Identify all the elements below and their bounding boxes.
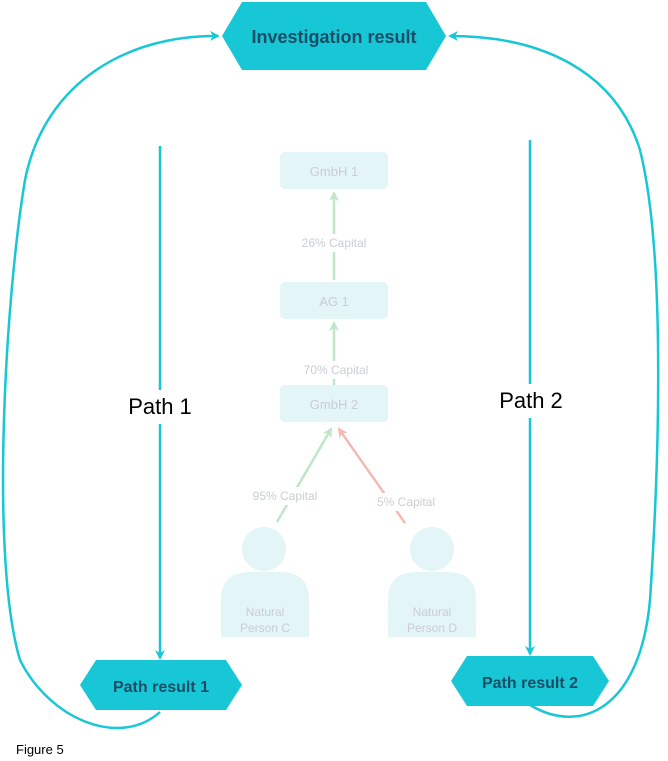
- edge-c-gmbh2-label: 95% Capital: [253, 489, 318, 503]
- person-c-line2: Person C: [240, 621, 290, 635]
- path-1-label: Path 1: [128, 394, 192, 419]
- edge-c-gmbh2: [275, 427, 333, 523]
- gmbh-1-label: GmbH 1: [310, 164, 358, 179]
- path-result-2-node: Path result 2: [451, 656, 609, 706]
- path-2-label-bg: [488, 384, 572, 418]
- ag-1-label: AG 1: [319, 294, 349, 309]
- investigation-result-label: Investigation result: [251, 27, 416, 47]
- edge-gmbh2-ag1-label: 70% Capital: [304, 363, 369, 377]
- gmbh-2-label: GmbH 2: [310, 397, 358, 412]
- path-1-label-bg: [118, 390, 202, 424]
- investigation-result-node: Investigation result: [222, 2, 446, 70]
- figure-caption: Figure 5: [16, 742, 64, 757]
- ag-1-box: [280, 282, 388, 319]
- edge-d-gmbh2-label: 5% Capital: [377, 495, 435, 509]
- path-result-1-node: Path result 1: [80, 660, 242, 710]
- person-d-line1: Natural: [413, 605, 452, 619]
- natural-person-d: Natural Person D: [388, 527, 476, 637]
- gmbh-1-box: [280, 152, 388, 189]
- path-result-2-label: Path result 2: [482, 675, 578, 692]
- person-d-head-icon: [410, 527, 454, 571]
- right-loop-connector: [448, 31, 660, 718]
- person-d-line2: Person D: [407, 621, 457, 635]
- gmbh-2-box: [280, 385, 388, 422]
- path-result-1-label: Path result 1: [113, 679, 209, 696]
- natural-person-c: Natural Person C: [221, 527, 309, 637]
- path-2-label: Path 2: [499, 388, 563, 413]
- person-c-body-icon: [221, 572, 309, 637]
- person-c-head-icon: [242, 527, 286, 571]
- edge-ag1-gmbh1-label: 26% Capital: [302, 236, 367, 250]
- person-d-body-icon: [388, 572, 476, 637]
- ownership-structure: GmbH 1 26% Capital AG 1 70% Capital GmbH…: [221, 152, 476, 637]
- person-c-line1: Natural: [246, 605, 285, 619]
- left-loop-connector: [1, 30, 220, 730]
